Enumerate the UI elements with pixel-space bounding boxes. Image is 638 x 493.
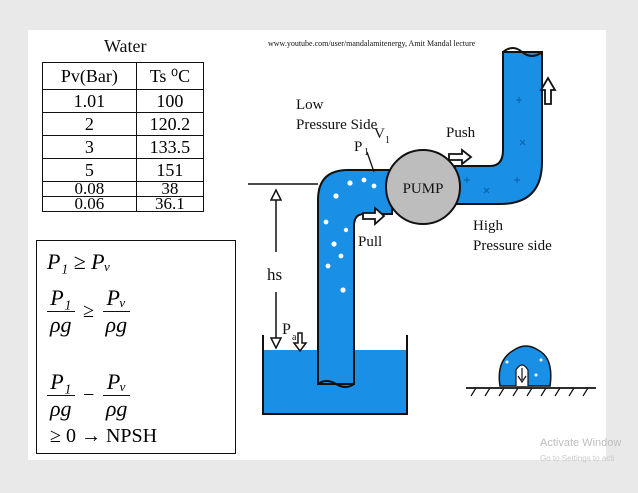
numerator-pv: Pᵥ — [102, 369, 131, 396]
high-pressure-label-line1: High — [473, 218, 504, 234]
table-row: 0.08 38 — [42, 180, 205, 197]
low-pressure-label-line1: Low — [296, 97, 324, 113]
cell-pv: 0.06 — [42, 195, 137, 212]
high-pressure-label-line2: Pressure side — [473, 238, 552, 254]
activate-windows-watermark: Activate Window — [540, 437, 622, 449]
table-row: 1.01 100 — [42, 89, 205, 113]
hs-dimension — [248, 183, 318, 350]
push-label: Push — [446, 125, 476, 141]
hs-label: hs — [267, 265, 282, 284]
table-header-row: Pv(Bar) Ts ⁰C — [42, 62, 205, 90]
cell-pv: 3 — [42, 135, 137, 159]
pa-label: P — [282, 321, 291, 338]
ground-bubble-illustration — [466, 345, 596, 397]
table-row: 0.06 36.1 — [42, 195, 205, 212]
pump: PUMP — [385, 149, 461, 225]
numerator-p1: P₁ — [47, 285, 75, 312]
discharge-outlet — [502, 47, 543, 57]
v1-subscript: 1 — [385, 135, 390, 146]
v1-pointer — [366, 151, 375, 173]
pull-arrow-icon — [362, 205, 386, 227]
hs-arrow-down-icon — [269, 337, 283, 350]
water-title: Water — [104, 36, 147, 56]
activate-windows-subtext: Go to Settings to acti — [540, 454, 615, 463]
fraction-p1: P₁ ρg — [47, 369, 75, 422]
geq-symbol: ≥ — [83, 300, 95, 322]
cell-ts: 151 — [135, 158, 205, 182]
fraction-pv: Pᵥ ρg — [102, 285, 131, 338]
numerator-p1: P₁ — [47, 369, 75, 396]
saturation-table: Pv(Bar) Ts ⁰C 1.01 100 2 120.2 3 133.5 5… — [42, 62, 205, 212]
credit-text: www.youtube.com/user/mandalamitenergy, A… — [268, 39, 476, 48]
table-row: 3 133.5 — [42, 135, 205, 159]
suction-inlet — [317, 380, 355, 388]
table-row: 5 151 — [42, 158, 205, 182]
table-row: 2 120.2 — [42, 112, 205, 136]
denominator-rho-g: ρg — [105, 396, 128, 421]
cell-ts: 120.2 — [135, 112, 205, 136]
pump-label: PUMP — [403, 181, 444, 197]
discharge-pipe-body — [454, 51, 543, 205]
flow-marks — [464, 97, 526, 194]
cell-ts: 36.1 — [135, 195, 205, 212]
numerator-pv: Pᵥ — [102, 285, 131, 312]
fraction-p1: P₁ ρg — [47, 285, 75, 338]
npsh-expression: ≥ 0 → NPSH — [50, 425, 158, 448]
up-arrow-icon — [539, 76, 557, 105]
header-ts: Ts ⁰C — [135, 62, 205, 90]
v1-label: V — [374, 126, 385, 142]
hs-arrow-up-icon — [269, 188, 283, 201]
pa-arrow-icon — [292, 332, 308, 353]
denominator-rho-g: ρg — [105, 312, 128, 337]
push-arrow-icon — [448, 148, 473, 166]
pull-label: Pull — [358, 234, 382, 250]
denominator-rho-g: ρg — [50, 312, 72, 337]
formula-condition: P₁ ≥ Pᵥ — [47, 249, 111, 274]
cell-pv: 2 — [42, 112, 137, 136]
pa-subscript: a — [292, 332, 297, 343]
cell-pv: 5 — [42, 158, 137, 182]
discharge-pipe — [454, 47, 543, 205]
fraction-pv: Pᵥ ρg — [102, 369, 131, 422]
p1-label: P — [354, 139, 362, 155]
pump-casing — [385, 149, 461, 225]
minus-symbol: − — [83, 384, 95, 406]
formula-box: P₁ ≥ Pᵥ P₁ ρg ≥ Pᵥ ρg P₁ ρg − Pᵥ ρg ≥ 0 … — [36, 240, 236, 454]
denominator-rho-g: ρg — [50, 396, 72, 421]
cell-ts: 133.5 — [135, 135, 205, 159]
formula-ratio: P₁ ρg ≥ Pᵥ ρg — [47, 285, 131, 338]
suction-pipe — [317, 169, 393, 388]
suction-pipe-body — [317, 169, 393, 385]
tank-walls — [262, 335, 408, 415]
vapor-bubbles — [323, 177, 377, 293]
header-pv: Pv(Bar) — [42, 62, 137, 90]
low-pressure-label-line2: Pressure Side — [296, 117, 378, 133]
formula-npsh: P₁ ρg − Pᵥ ρg ≥ 0 → NPSH — [47, 369, 235, 448]
p1-subscript: 1 — [364, 147, 369, 158]
cell-ts: 100 — [135, 89, 205, 113]
